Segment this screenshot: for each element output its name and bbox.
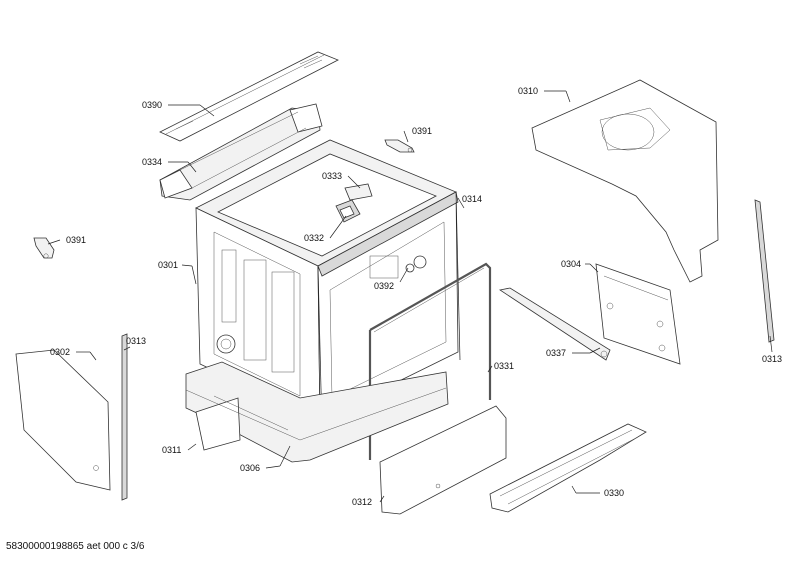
label-0311: 0311	[162, 445, 181, 455]
part-0333-hinge	[344, 183, 373, 201]
part-0332-hinge	[335, 199, 361, 223]
label-0392: 0392	[374, 281, 394, 291]
part-0312-toe-kick	[379, 405, 507, 515]
label-0333: 0333	[322, 171, 342, 181]
label-0304: 0304	[561, 259, 581, 269]
label-0301: 0301	[158, 260, 178, 270]
leader-lines	[47, 90, 773, 503]
part-0334-rear-bracket	[159, 103, 323, 201]
part-0304-side-plate	[595, 263, 681, 365]
part-0391-bracket-right	[384, 139, 415, 153]
label-0334: 0334	[142, 157, 162, 167]
label-0306: 0306	[240, 463, 260, 473]
label-0391-right: 0391	[412, 126, 432, 136]
part-0302-side-panel	[15, 349, 111, 491]
label-0337: 0337	[546, 348, 566, 358]
label-0313-left: 0313	[126, 336, 146, 346]
part-0390-top-rail	[159, 51, 339, 142]
label-0331: 0331	[494, 361, 514, 371]
document-code: 58300000198865 aet 000 c 3/6	[6, 541, 145, 552]
part-0391-bracket-left	[33, 237, 55, 259]
part-0313-strip-left	[121, 333, 128, 501]
part-0337-rail	[498, 287, 611, 361]
label-0390: 0390	[142, 100, 162, 110]
part-0310-insulation	[531, 79, 719, 283]
label-0332: 0332	[304, 233, 324, 243]
part-0306-base	[185, 361, 449, 463]
part-0330-bottom-cover	[489, 423, 647, 513]
label-0313-right: 0313	[762, 354, 782, 364]
label-0310: 0310	[518, 86, 538, 96]
label-0391-left: 0391	[66, 235, 86, 245]
label-0314: 0314	[462, 194, 482, 204]
label-0312: 0312	[352, 497, 372, 507]
label-0302: 0302	[50, 347, 70, 357]
part-0313-strip-right	[754, 199, 775, 343]
label-0330: 0330	[604, 488, 624, 498]
